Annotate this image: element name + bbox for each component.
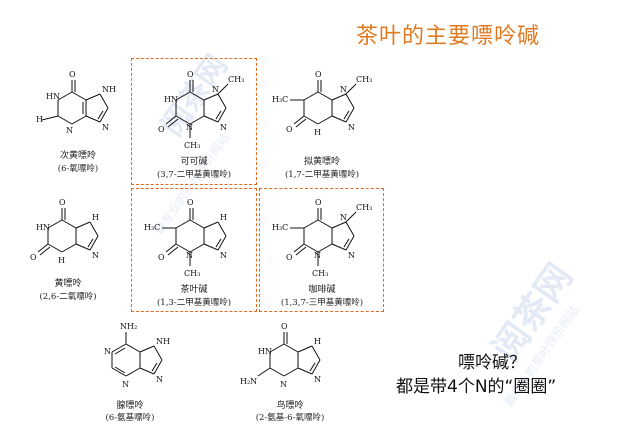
atom-h: H — [92, 213, 99, 222]
atom-hn: HN — [258, 347, 272, 356]
atom-n: N — [156, 375, 163, 384]
label-paraxanthine: 拟黄嘌呤 — [303, 157, 341, 167]
sub-hypoxanthine: (6-氧嘌呤) — [57, 164, 99, 174]
atom-n: N — [92, 251, 99, 260]
label-hypoxanthine: 次黄嘌呤 — [59, 151, 97, 161]
atom-o: O — [281, 322, 288, 331]
atom-o: O — [158, 253, 165, 262]
sub-xanthine: (2,6-二氧嘌呤) — [39, 292, 97, 302]
atom-n: N — [340, 213, 347, 222]
molecule-hypoxanthine: O HN H N NH N — [36, 70, 116, 135]
atom-hn: HN — [46, 92, 60, 101]
label-theobromine: 可可碱 — [180, 157, 208, 167]
atom-n: N — [348, 251, 355, 260]
atom-n: N — [220, 123, 227, 132]
atom-h3c: H₃C — [272, 95, 288, 104]
atom-o: O — [59, 198, 66, 207]
atom-h2n: H₂N — [240, 377, 257, 386]
highlight-box-theobromine — [131, 58, 257, 185]
atom-hn: HN — [164, 95, 178, 104]
atom-n: N — [348, 123, 355, 132]
sub-theophylline: (1,3-二甲基黄嘌呤) — [156, 298, 232, 308]
question-line-2: 都是带4个N的“圈圈” — [396, 377, 557, 397]
atom-o: O — [187, 70, 194, 79]
atom-n: N — [102, 123, 109, 132]
sub-adenine: (6-氨基嘌呤) — [105, 413, 155, 423]
atom-nh: NH — [102, 85, 116, 94]
atom-n: N — [314, 375, 321, 384]
sub-theobromine: (3,7-二甲基黄嘌呤) — [156, 170, 232, 180]
label-adenine: 腺嘌呤 — [116, 401, 144, 411]
atom-o: O — [286, 125, 293, 134]
atom-n: N — [104, 347, 111, 356]
atom-hn: HN — [36, 223, 50, 232]
sub-guanine: (2-氨基-6-氧嘌呤) — [255, 413, 325, 423]
atom-h: H — [314, 128, 321, 137]
atom-n: N — [122, 380, 129, 389]
atom-o: O — [187, 198, 194, 207]
atom-h: H — [220, 213, 227, 222]
molecule-theophylline: O H₃C O N CH₃ H N — [144, 198, 227, 278]
atom-ch3: CH₃ — [228, 75, 244, 84]
label-xanthine: 黄嘌呤 — [54, 279, 82, 289]
highlight-box-theophylline — [131, 188, 257, 312]
atom-ch3: CH₃ — [184, 269, 200, 278]
atom-n: N — [314, 251, 321, 260]
atom-n: N — [186, 251, 193, 260]
atom-n: N — [220, 251, 227, 260]
sub-caffeine: (1,3,7-三甲基黄嘌呤) — [280, 298, 364, 308]
question-line-1: 嘌呤碱？ — [458, 353, 526, 373]
molecule-caffeine: O H₃C O N CH₃ N CH₃ N — [272, 198, 372, 278]
atom-ch3: CH₃ — [184, 141, 200, 150]
molecule-paraxanthine: O H₃C O H N CH₃ N — [272, 70, 372, 137]
molecule-xanthine: O HN O H H N — [30, 198, 99, 265]
label-guanine: 鸟嘌呤 — [276, 401, 304, 411]
slide-title: 茶叶的主要嘌呤碱 — [356, 24, 541, 49]
atom-h: H — [36, 115, 43, 124]
atom-h: H — [58, 256, 65, 265]
atom-n: N — [340, 85, 347, 94]
atom-o: O — [315, 198, 322, 207]
molecule-theobromine: O HN O N CH₃ N CH₃ N — [158, 70, 244, 150]
atom-h3c: H₃C — [272, 223, 288, 232]
sub-paraxanthine: (1,7-二甲基黄嘌呤) — [284, 170, 360, 180]
atom-o: O — [158, 125, 165, 134]
highlight-box-caffeine — [259, 188, 384, 312]
atom-n: N — [186, 123, 193, 132]
label-caffeine: 咖啡碱 — [308, 285, 336, 295]
atom-h: H — [314, 337, 321, 346]
atom-o: O — [69, 70, 76, 79]
atom-h3c: H₃C — [144, 223, 160, 232]
atom-nh: NH — [156, 337, 170, 346]
label-theophylline: 茶叶碱 — [180, 285, 208, 295]
atom-n: N — [66, 126, 73, 135]
atom-o: O — [315, 70, 322, 79]
atom-ch3: CH₃ — [356, 75, 372, 84]
atom-o: O — [286, 253, 293, 262]
atom-ch3: CH₃ — [312, 269, 328, 278]
atom-nh2: NH₂ — [120, 322, 137, 331]
atom-n: N — [280, 380, 287, 389]
atom-n: N — [212, 85, 219, 94]
atom-o: O — [30, 253, 37, 262]
atom-ch3: CH₃ — [356, 203, 372, 212]
molecule-guanine: O HN H₂N N H N — [240, 322, 321, 389]
molecule-adenine: NH₂ N N NH N — [104, 322, 170, 389]
